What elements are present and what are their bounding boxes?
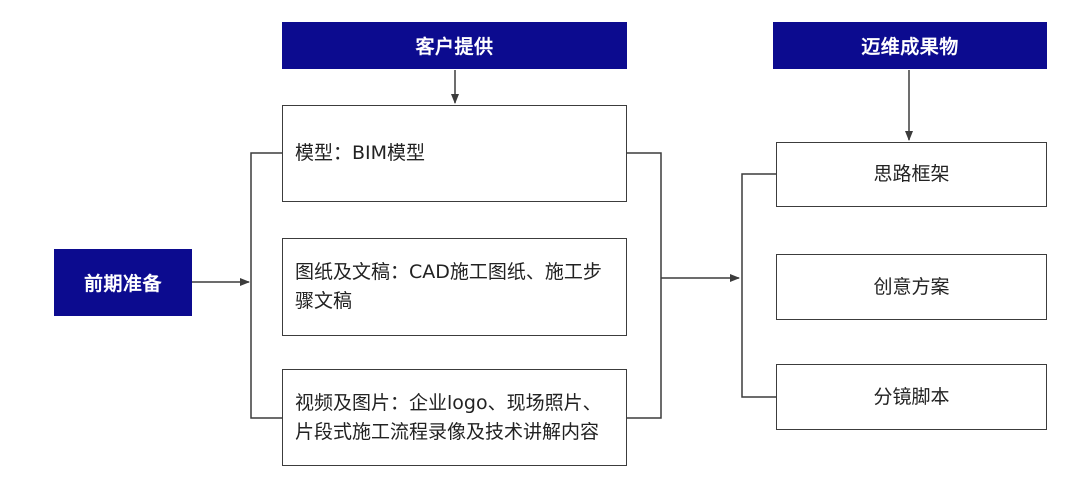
deliverable-item-label: 分镜脚本 (873, 385, 950, 408)
prep-box: 前期准备 (54, 249, 192, 316)
right-bracket (627, 152, 662, 419)
client-item-label: 模型：BIM模型 (295, 142, 426, 164)
client-header-label: 客户提供 (415, 36, 494, 58)
client-item-model: 模型：BIM模型 (282, 105, 627, 202)
deliverable-item-label: 思路框架 (873, 163, 950, 185)
deliverable-item-proposal: 创意方案 (776, 254, 1047, 320)
deliverables-header: 迈维成果物 (773, 22, 1047, 69)
prep-label: 前期准备 (83, 273, 162, 295)
client-item-label: 图纸及文稿：CAD施工图纸、施工步骤文稿 (295, 261, 602, 312)
deliverable-item-storyboard: 分镜脚本 (776, 364, 1047, 430)
deliverable-item-framework: 思路框架 (776, 142, 1047, 207)
client-header: 客户提供 (282, 22, 627, 69)
client-item-media: 视频及图片：企业logo、现场照片、片段式施工流程录像及技术讲解内容 (282, 369, 627, 466)
output-bracket (741, 173, 776, 398)
deliverable-item-label: 创意方案 (873, 275, 950, 298)
deliverables-header-label: 迈维成果物 (861, 36, 959, 58)
client-item-label: 视频及图片：企业logo、现场照片、片段式施工流程录像及技术讲解内容 (295, 391, 602, 443)
client-item-drawings: 图纸及文稿：CAD施工图纸、施工步骤文稿 (282, 238, 627, 336)
left-bracket (250, 152, 282, 419)
